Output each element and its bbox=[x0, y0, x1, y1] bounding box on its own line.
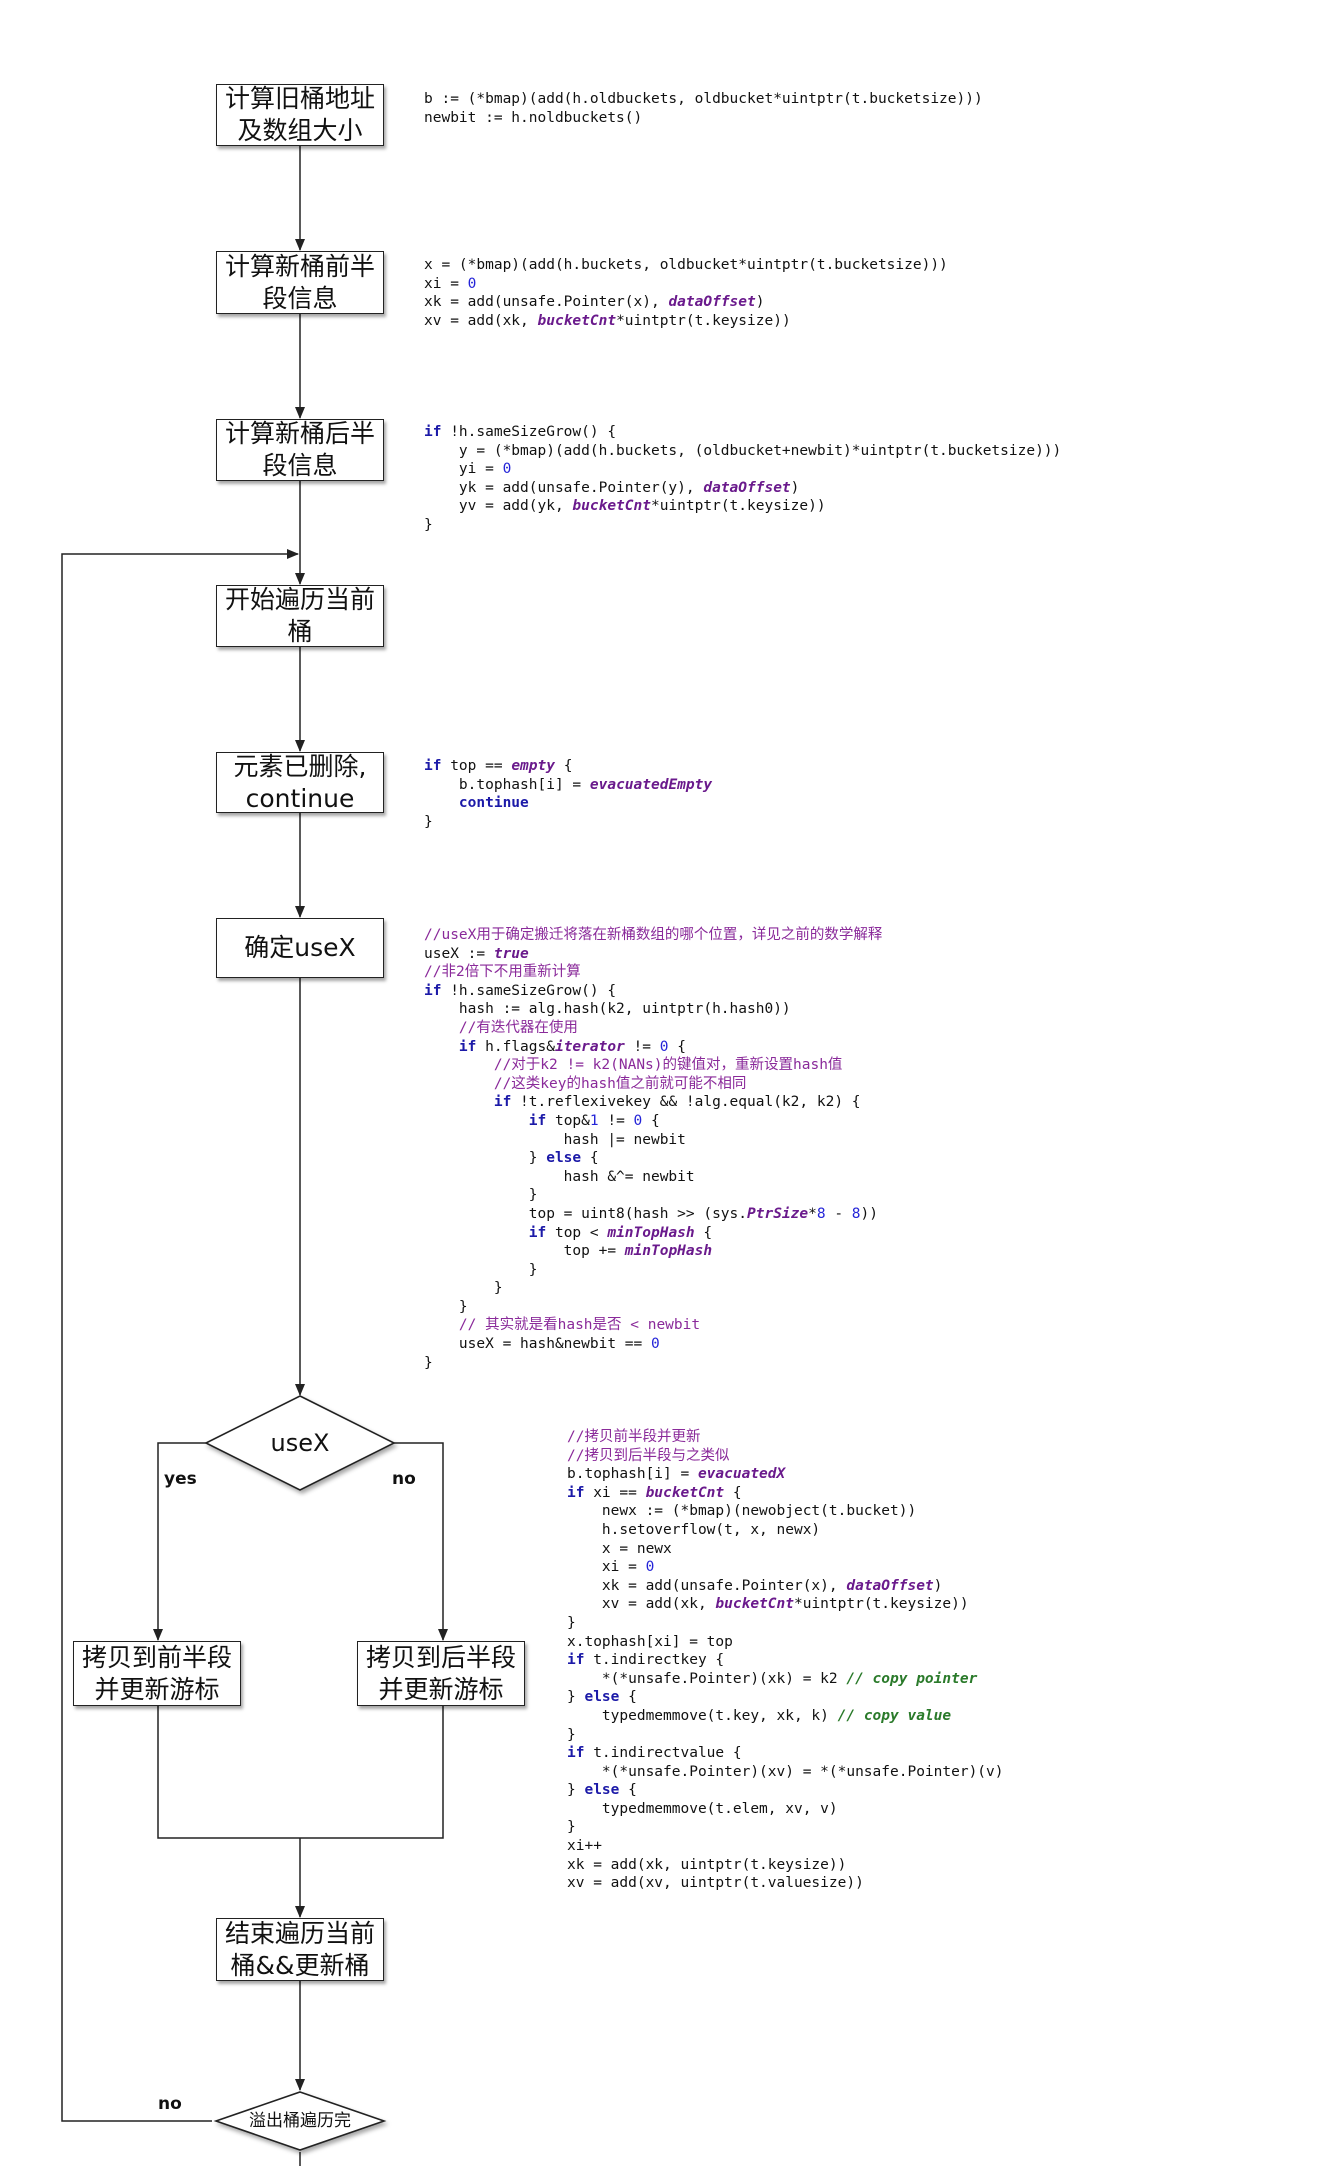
node-copy-front: 拷贝到前半段 并更新游标 bbox=[73, 1641, 241, 1706]
overflow-decision-label: 溢出桶遍历完 bbox=[249, 2111, 351, 2131]
edge-merge bbox=[157, 1706, 444, 1839]
overflow-decision-shape bbox=[213, 2091, 387, 2151]
node-start-traverse: 开始遍历当前 桶 bbox=[216, 585, 384, 647]
label-yes: yes bbox=[164, 1469, 197, 1489]
code-block-3: if !h.sameSizeGrow() { y = (*bmap)(add(h… bbox=[424, 424, 1062, 533]
label-no-loop: no bbox=[158, 2094, 182, 2114]
node-calc-old-bucket: 计算旧桶地址 及数组大小 bbox=[216, 84, 384, 146]
edge-usex-yes bbox=[153, 1442, 206, 1641]
edge-usex-no bbox=[394, 1442, 448, 1641]
code-block-1: b := (*bmap)(add(h.oldbuckets, oldbucket… bbox=[424, 91, 983, 126]
label-no-right: no bbox=[392, 1469, 416, 1489]
code-block-6: //拷贝前半段并更新 //拷贝到后半段与之类似 b.tophash[i] = e… bbox=[567, 1429, 1004, 1892]
node-calc-new-front: 计算新桶前半 段信息 bbox=[216, 251, 384, 314]
code-block-4: if top == empty { b.tophash[i] = evacuat… bbox=[424, 758, 713, 830]
usex-decision-shape bbox=[204, 1395, 396, 1491]
usex-decision-label: useX bbox=[270, 1429, 330, 1457]
node-element-deleted: 元素已删除, continue bbox=[216, 752, 384, 813]
code-block-5: //useX用于确定搬迁将落在新桶数组的哪个位置，详见之前的数学解释 useX … bbox=[424, 927, 883, 1371]
node-end-traverse: 结束遍历当前 桶&&更新桶 bbox=[216, 1918, 384, 1981]
node-calc-new-back: 计算新桶后半 段信息 bbox=[216, 419, 384, 481]
code-block-2: x = (*bmap)(add(h.buckets, oldbucket*uin… bbox=[424, 257, 948, 329]
node-decide-usex: 确定useX bbox=[216, 918, 384, 978]
edge-loop-back bbox=[61, 549, 299, 2122]
node-copy-back: 拷贝到后半段 并更新游标 bbox=[357, 1641, 525, 1706]
